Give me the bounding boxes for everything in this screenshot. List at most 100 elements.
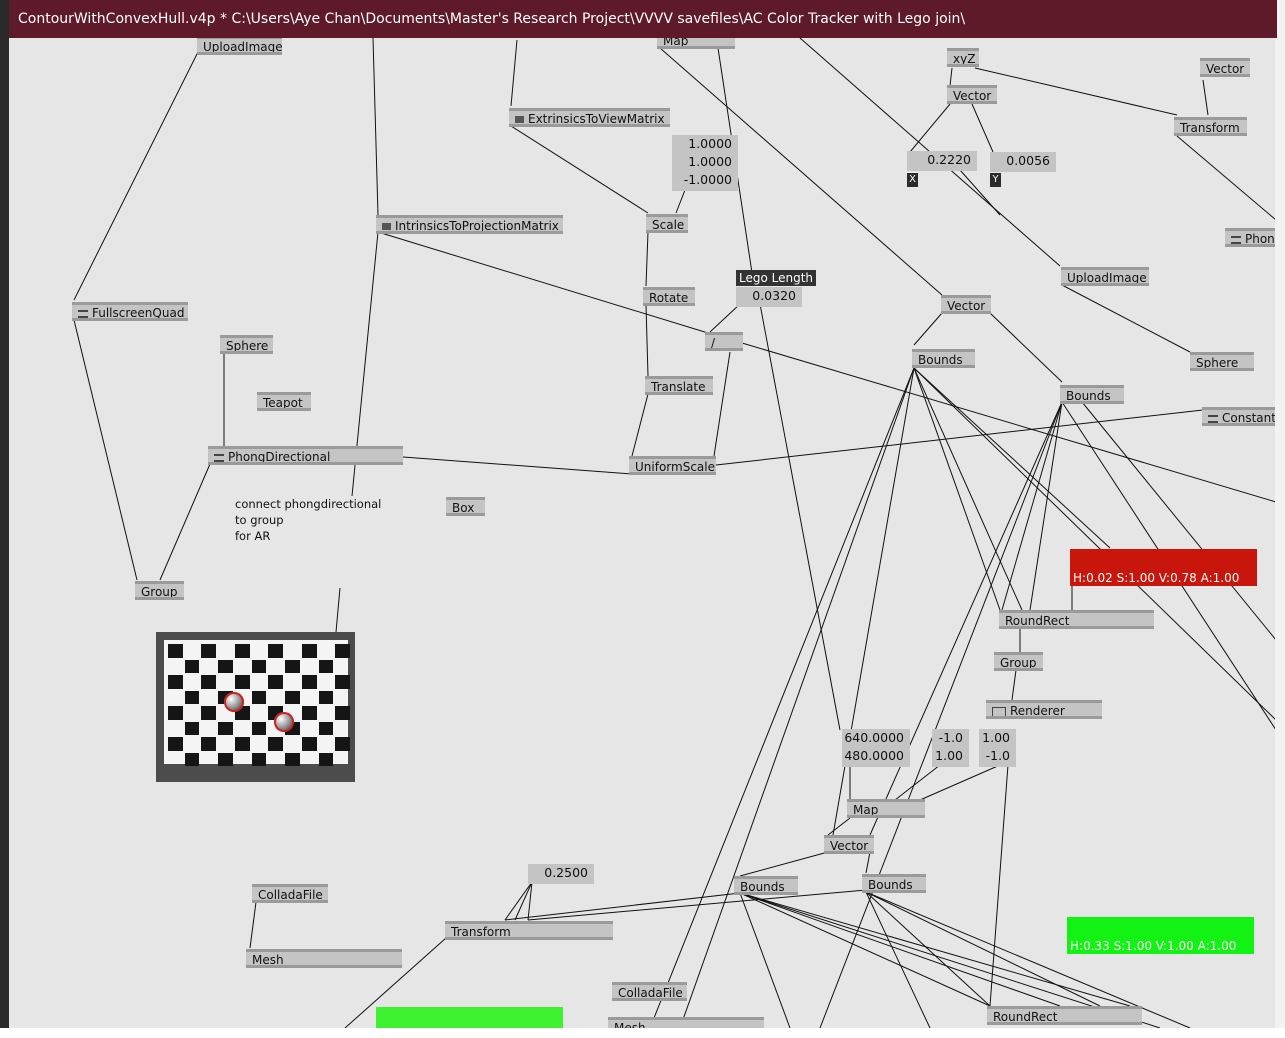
renderer-node[interactable]: Renderer [986,700,1102,719]
rotate-node[interactable]: Rotate [643,287,695,306]
transform-node[interactable]: Transform [1174,117,1247,136]
window-edge [1275,0,1285,1038]
uploadimage-node[interactable]: UploadImage [197,38,282,55]
checker-square [168,644,183,658]
menu-icon [1208,414,1218,423]
checker-square [301,675,317,689]
x-label: X [907,173,918,187]
map-range-b-io[interactable]: 1.00 -1.0 [979,729,1016,767]
sphere-node[interactable]: Sphere [1190,352,1254,371]
vector-node[interactable]: Vector [824,835,874,854]
checker-square [285,659,300,673]
pin-icon [382,223,391,230]
checker-square [234,644,250,658]
mesh-node[interactable]: Mesh [246,949,402,968]
checkerboard-image [164,640,350,766]
taskbar-strip [0,0,9,1038]
map-node[interactable]: Map [847,799,925,818]
render-preview[interactable] [156,632,355,782]
sphere-node[interactable]: Sphere [220,335,273,354]
phong-node[interactable]: Phong [1225,228,1275,247]
checker-square [285,752,300,766]
window-bottom [0,1028,1285,1038]
patch-canvas[interactable]: UploadImage Map xyZ Vector Vector Transf… [9,38,1275,1028]
checker-square [218,721,233,735]
checker-square [318,721,334,735]
phongdirectional-node[interactable]: PhongDirectional [208,446,403,465]
y-value-io[interactable]: 0.0056 [990,152,1056,172]
scale-vector-io[interactable]: 1.0000 1.0000 -1.0000 [672,135,738,191]
bounds-node[interactable]: Bounds [734,876,798,895]
mesh-node[interactable]: Mesh [608,1017,764,1028]
checker-square [318,752,334,766]
transform-value-io[interactable]: 0.2500 [528,864,594,884]
checker-square [335,644,350,658]
uploadimage-node[interactable]: UploadImage [1061,267,1149,286]
fullscreenquad-node[interactable]: FullscreenQuad [72,302,188,321]
map-node[interactable]: Map [657,38,735,49]
scale-node[interactable]: Scale [646,214,688,233]
group-node[interactable]: Group [994,652,1043,671]
checker-square [251,690,267,704]
checker-square [168,737,183,751]
checker-square [218,752,233,766]
intrinsics-node[interactable]: IntrinsicsToProjectionMatrix [376,215,563,234]
colladafile-node[interactable]: ColladaFile [612,982,687,1001]
map-range-a-io[interactable]: -1.0 1.00 [932,729,969,767]
checker-square [251,659,267,673]
color-swatch-green[interactable]: H:0.33 S:1.00 V:1.00 A:1.00 [1067,917,1254,954]
checker-square [335,737,350,751]
checker-square [184,690,200,704]
box-node[interactable]: Box [446,497,485,516]
resolution-io[interactable]: 640.0000 480.0000 [842,729,910,767]
bounds-node[interactable]: Bounds [862,874,926,893]
green-rect-preview [376,1007,563,1028]
x-value-io[interactable]: 0.2220 [907,151,977,171]
checker-square [184,721,200,735]
checker-square [301,737,317,751]
group-node[interactable]: Group [135,581,184,600]
y-label: Y [990,173,1001,187]
bounds-node[interactable]: Bounds [1060,385,1124,404]
teapot-node[interactable]: Teapot [257,392,311,411]
colladafile-node[interactable]: ColladaFile [252,884,328,903]
pin-icon [515,116,524,123]
checker-square [184,659,200,673]
vector-node[interactable]: Vector [1200,58,1250,77]
lego-length-io[interactable]: 0.0320 [736,287,802,307]
color-swatch-red[interactable]: H:0.02 S:1.00 V:0.78 A:1.00 [1070,549,1257,586]
checker-square [285,690,300,704]
checker-square [268,737,284,751]
checker-square [268,675,284,689]
checker-square [201,644,217,658]
vector-node[interactable]: Vector [947,85,997,104]
menu-icon [1231,235,1241,244]
checker-square [318,659,334,673]
checker-square [184,752,200,766]
sphere-marker [224,692,244,712]
roundrect-node[interactable]: RoundRect [999,610,1154,629]
renderer-icon [992,706,1006,716]
checker-square [268,644,284,658]
transform-node[interactable]: Transform [445,921,613,940]
bounds-node[interactable]: Bounds [912,349,975,368]
extrinsics-node[interactable]: ExtrinsicsToViewMatrix [509,108,670,127]
roundrect-node[interactable]: RoundRect [987,1006,1142,1025]
checker-square [318,690,334,704]
checker-square [301,644,317,658]
menu-icon [78,309,88,318]
checker-square [218,659,233,673]
checker-square [251,752,267,766]
patch-comment: connect phongdirectional to group for AR [235,497,382,543]
divide-node[interactable]: / [705,332,743,351]
checker-square [335,706,350,720]
menu-icon [214,453,224,462]
checker-square [201,706,217,720]
checker-square [201,737,217,751]
vector-node[interactable]: Vector [941,295,991,314]
constant-node[interactable]: Constant [1202,407,1275,426]
uniformscale-node[interactable]: UniformScale [629,456,716,475]
translate-node[interactable]: Translate [645,376,713,395]
checker-square [201,675,217,689]
xyz-node[interactable]: xyZ [947,48,979,67]
